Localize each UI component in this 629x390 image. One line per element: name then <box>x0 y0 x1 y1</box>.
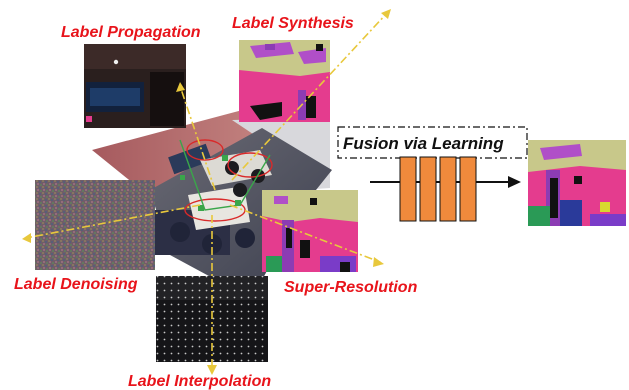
projection-arrows <box>25 11 389 370</box>
denoising-image <box>35 180 155 270</box>
label-interpolation: Label Interpolation <box>128 373 271 390</box>
label-super-resolution: Super-Resolution <box>284 279 418 296</box>
network-block <box>459 156 477 222</box>
projection-arrowheads <box>22 9 391 375</box>
network-block <box>399 156 417 222</box>
output-label-image <box>528 140 626 226</box>
fusion-label: Fusion via Learning <box>343 134 504 153</box>
super-resolution-image <box>262 190 358 272</box>
network-block <box>439 156 457 222</box>
label-propagation: Label Propagation <box>61 24 201 41</box>
propagation-image <box>84 44 186 128</box>
fusion-module: Fusion via Learning <box>337 126 528 222</box>
label-synthesis: Label Synthesis <box>232 15 354 32</box>
synthesis-image <box>239 40 330 122</box>
label-denoising: Label Denoising <box>14 276 138 293</box>
network-block <box>419 156 437 222</box>
